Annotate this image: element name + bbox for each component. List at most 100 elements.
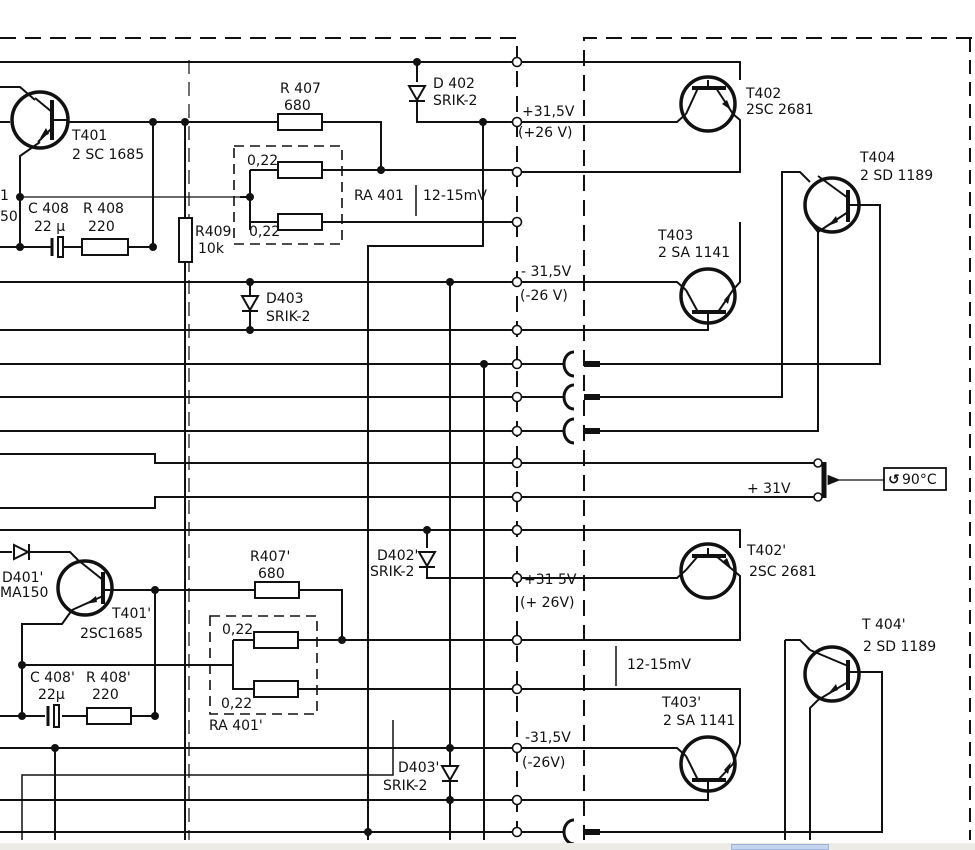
thermal-switch-icon: ↺ — [888, 472, 900, 488]
t402p-part: 2SC 2681 — [749, 564, 817, 580]
d403p-ref: D403' — [398, 760, 439, 776]
ra401-measure: 12-15mV — [423, 188, 487, 204]
left-partial-1: 1 — [0, 188, 9, 204]
r407-value: 680 — [284, 98, 311, 114]
diode-d403p[interactable] — [440, 765, 460, 783]
d403p-part: SRIK-2 — [383, 778, 427, 794]
t401p-ref: T401' — [111, 606, 151, 622]
terminal — [511, 457, 523, 469]
junction-dots — [16, 58, 488, 836]
t404-part: 2 SD 1189 — [860, 168, 933, 184]
t402p-ref: T402' — [746, 543, 786, 559]
terminal — [511, 56, 523, 68]
voltage-neg-bot: -31,5V — [525, 730, 571, 746]
ra401-r1: 0,22 — [247, 153, 278, 169]
diode-d402[interactable] — [407, 85, 427, 103]
terminal — [511, 216, 523, 228]
r408-ref: R 408 — [83, 201, 124, 217]
junction-dot — [51, 744, 59, 752]
thermal-switch[interactable] — [813, 458, 947, 502]
resistor-r408p[interactable] — [86, 707, 132, 725]
diode-d401p[interactable] — [13, 543, 31, 561]
junction-dot — [246, 326, 254, 334]
r407-ref: R 407 — [280, 81, 321, 97]
terminal — [511, 166, 523, 178]
terminal — [511, 683, 523, 695]
capacitor-c408p[interactable] — [46, 704, 60, 728]
voltage-neg-bot-alt: (-26V) — [522, 755, 565, 771]
c408p-value: 22µ — [38, 687, 65, 703]
r409-ref: R409 — [195, 224, 231, 240]
resistor-r408[interactable] — [81, 238, 129, 256]
t401-part: 2 SC 1685 — [72, 147, 144, 163]
transistor-t401p[interactable] — [56, 559, 114, 617]
transistor-t404p[interactable] — [803, 645, 861, 703]
voltage-pos-bot: +31 5V — [524, 572, 577, 588]
voltage-pos-bot-alt: (+ 26V) — [520, 595, 575, 611]
diode-d403[interactable] — [240, 295, 260, 313]
resistor-r407[interactable] — [277, 113, 323, 131]
junction-dot — [18, 712, 26, 720]
d402-ref: D 402 — [433, 76, 475, 92]
voltage-thermo: + 31V — [747, 481, 791, 497]
taskbar — [0, 843, 975, 850]
transistor-t401[interactable] — [10, 90, 70, 150]
transistor-t402[interactable] — [679, 75, 737, 133]
junction-dot — [423, 526, 431, 534]
junction-dot — [480, 360, 488, 368]
junction-dot — [338, 636, 346, 644]
terminal-circles — [511, 56, 523, 838]
d403-part: SRIK-2 — [266, 309, 310, 325]
r408-value: 220 — [88, 219, 115, 235]
terminal — [511, 391, 523, 403]
junction-dot — [181, 118, 189, 126]
voltage-pos-top-alt: (+26 V) — [518, 125, 573, 141]
junction-dot — [413, 58, 421, 66]
d402p-ref: D402' — [377, 548, 418, 564]
t402-part: 2SC 2681 — [746, 102, 814, 118]
capacitor-c408[interactable] — [50, 236, 64, 258]
junction-dot — [149, 243, 157, 251]
transistor-t404[interactable] — [803, 175, 861, 234]
t404p-ref: T 404' — [861, 617, 906, 633]
terminal — [511, 826, 523, 838]
thermal-switch-label: 90°C — [902, 472, 937, 488]
t402-ref: T402 — [745, 86, 781, 102]
voltage-pos-top: +31,5V — [522, 104, 575, 120]
terminal — [511, 425, 523, 437]
junction-dot — [246, 278, 254, 286]
ra401-ref: RA 401 — [354, 188, 404, 204]
resistor-r407p[interactable] — [254, 581, 300, 599]
terminal — [511, 276, 523, 288]
terminal — [511, 524, 523, 536]
terminal — [511, 324, 523, 336]
ra401-r2: 0,22 — [249, 224, 280, 240]
transistor-t403p[interactable] — [679, 735, 737, 793]
voltage-neg-top: - 31,5V — [521, 264, 572, 280]
terminal — [511, 572, 523, 584]
d401p-ref: D401' — [2, 570, 43, 586]
terminal — [511, 358, 523, 370]
terminal — [511, 116, 523, 128]
diode-d402p[interactable] — [417, 551, 437, 569]
terminal — [511, 634, 523, 646]
ra401p-r1: 0,22 — [222, 622, 253, 638]
c408-ref: C 408 — [28, 201, 69, 217]
junction-dot — [364, 828, 372, 836]
r408p-value: 220 — [92, 687, 119, 703]
junction-dot — [151, 586, 159, 594]
r408p-ref: R 408' — [86, 670, 131, 686]
taskbar-button[interactable] — [731, 844, 829, 850]
transistor-t402p[interactable] — [679, 542, 737, 600]
terminal — [511, 491, 523, 503]
junction-dot — [18, 661, 26, 669]
junction-dot — [16, 243, 24, 251]
voltage-neg-top-alt: (-26 V) — [520, 288, 568, 304]
junction-dot — [16, 193, 24, 201]
r409-value: 10k — [198, 241, 225, 257]
transistor-t403[interactable] — [679, 267, 737, 325]
resistor-r409[interactable] — [178, 217, 193, 263]
resistor-array-ra401p[interactable] — [209, 615, 318, 715]
resistor-array-ra401[interactable] — [233, 145, 343, 245]
